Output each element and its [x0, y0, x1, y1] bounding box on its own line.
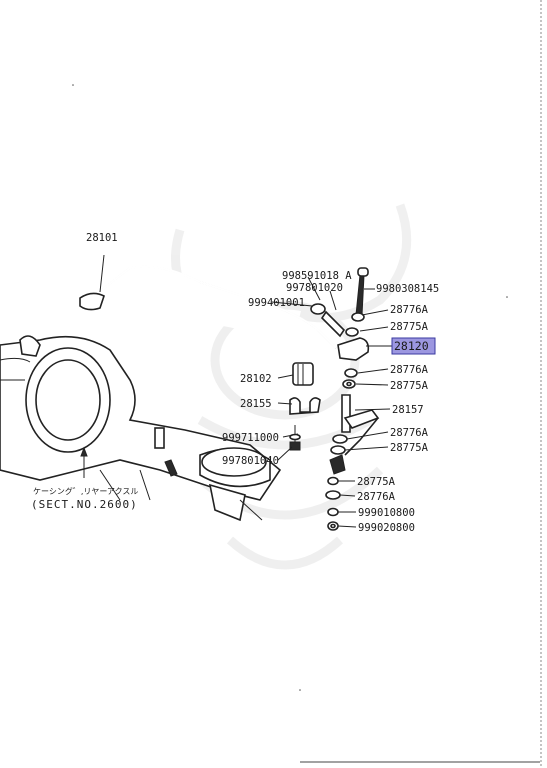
label-9980308145: 9980308145	[376, 283, 439, 295]
caption-section-number: (SECT.NO.2600)	[31, 498, 138, 511]
label-28102: 28102	[240, 373, 272, 385]
label-999020800: 999020800	[358, 522, 415, 534]
label-28775A-2: 28775A	[390, 380, 429, 392]
caption-axle-housing: ケーシング゛,リヤーアクスル	[33, 486, 138, 496]
label-28155: 28155	[240, 398, 272, 410]
label-28120: 28120	[394, 339, 429, 353]
label-997801040: 997801040	[222, 455, 279, 467]
label-999010800: 999010800	[358, 507, 415, 519]
leader-lines	[80, 276, 392, 528]
label-28775A-3: 28775A	[390, 442, 429, 454]
axle-housing	[0, 335, 282, 522]
label-28775A-4: 28775A	[357, 476, 396, 488]
label-28776A-1: 28776A	[390, 304, 429, 316]
label-997801020: 997801020	[286, 282, 343, 294]
highlight-28120	[391, 337, 436, 355]
bolt-997801040	[289, 425, 301, 451]
label-999711000: 999711000	[222, 432, 279, 444]
label-28776A-4: 28776A	[357, 491, 396, 503]
part-labels: 28101 998591018 A 997801020 9980308145 9…	[31, 232, 439, 534]
label-28776A-3: 28776A	[390, 427, 429, 439]
label-28157: 28157	[392, 404, 424, 416]
label-28775A-1: 28775A	[390, 321, 429, 333]
label-28776A-2: 28776A	[390, 364, 429, 376]
upper-link-assembly	[310, 267, 370, 389]
label-28101: 28101	[86, 232, 118, 244]
clamp-28155	[289, 397, 321, 415]
label-998591018A: 998591018 A	[282, 270, 352, 282]
label-999401001: 999401001	[248, 297, 305, 309]
link-bolt-28157	[329, 394, 380, 475]
bushing-28102	[292, 362, 314, 386]
scan-edge	[300, 0, 542, 768]
stabilizer-bar	[79, 254, 337, 349]
scan-specks	[72, 84, 508, 691]
